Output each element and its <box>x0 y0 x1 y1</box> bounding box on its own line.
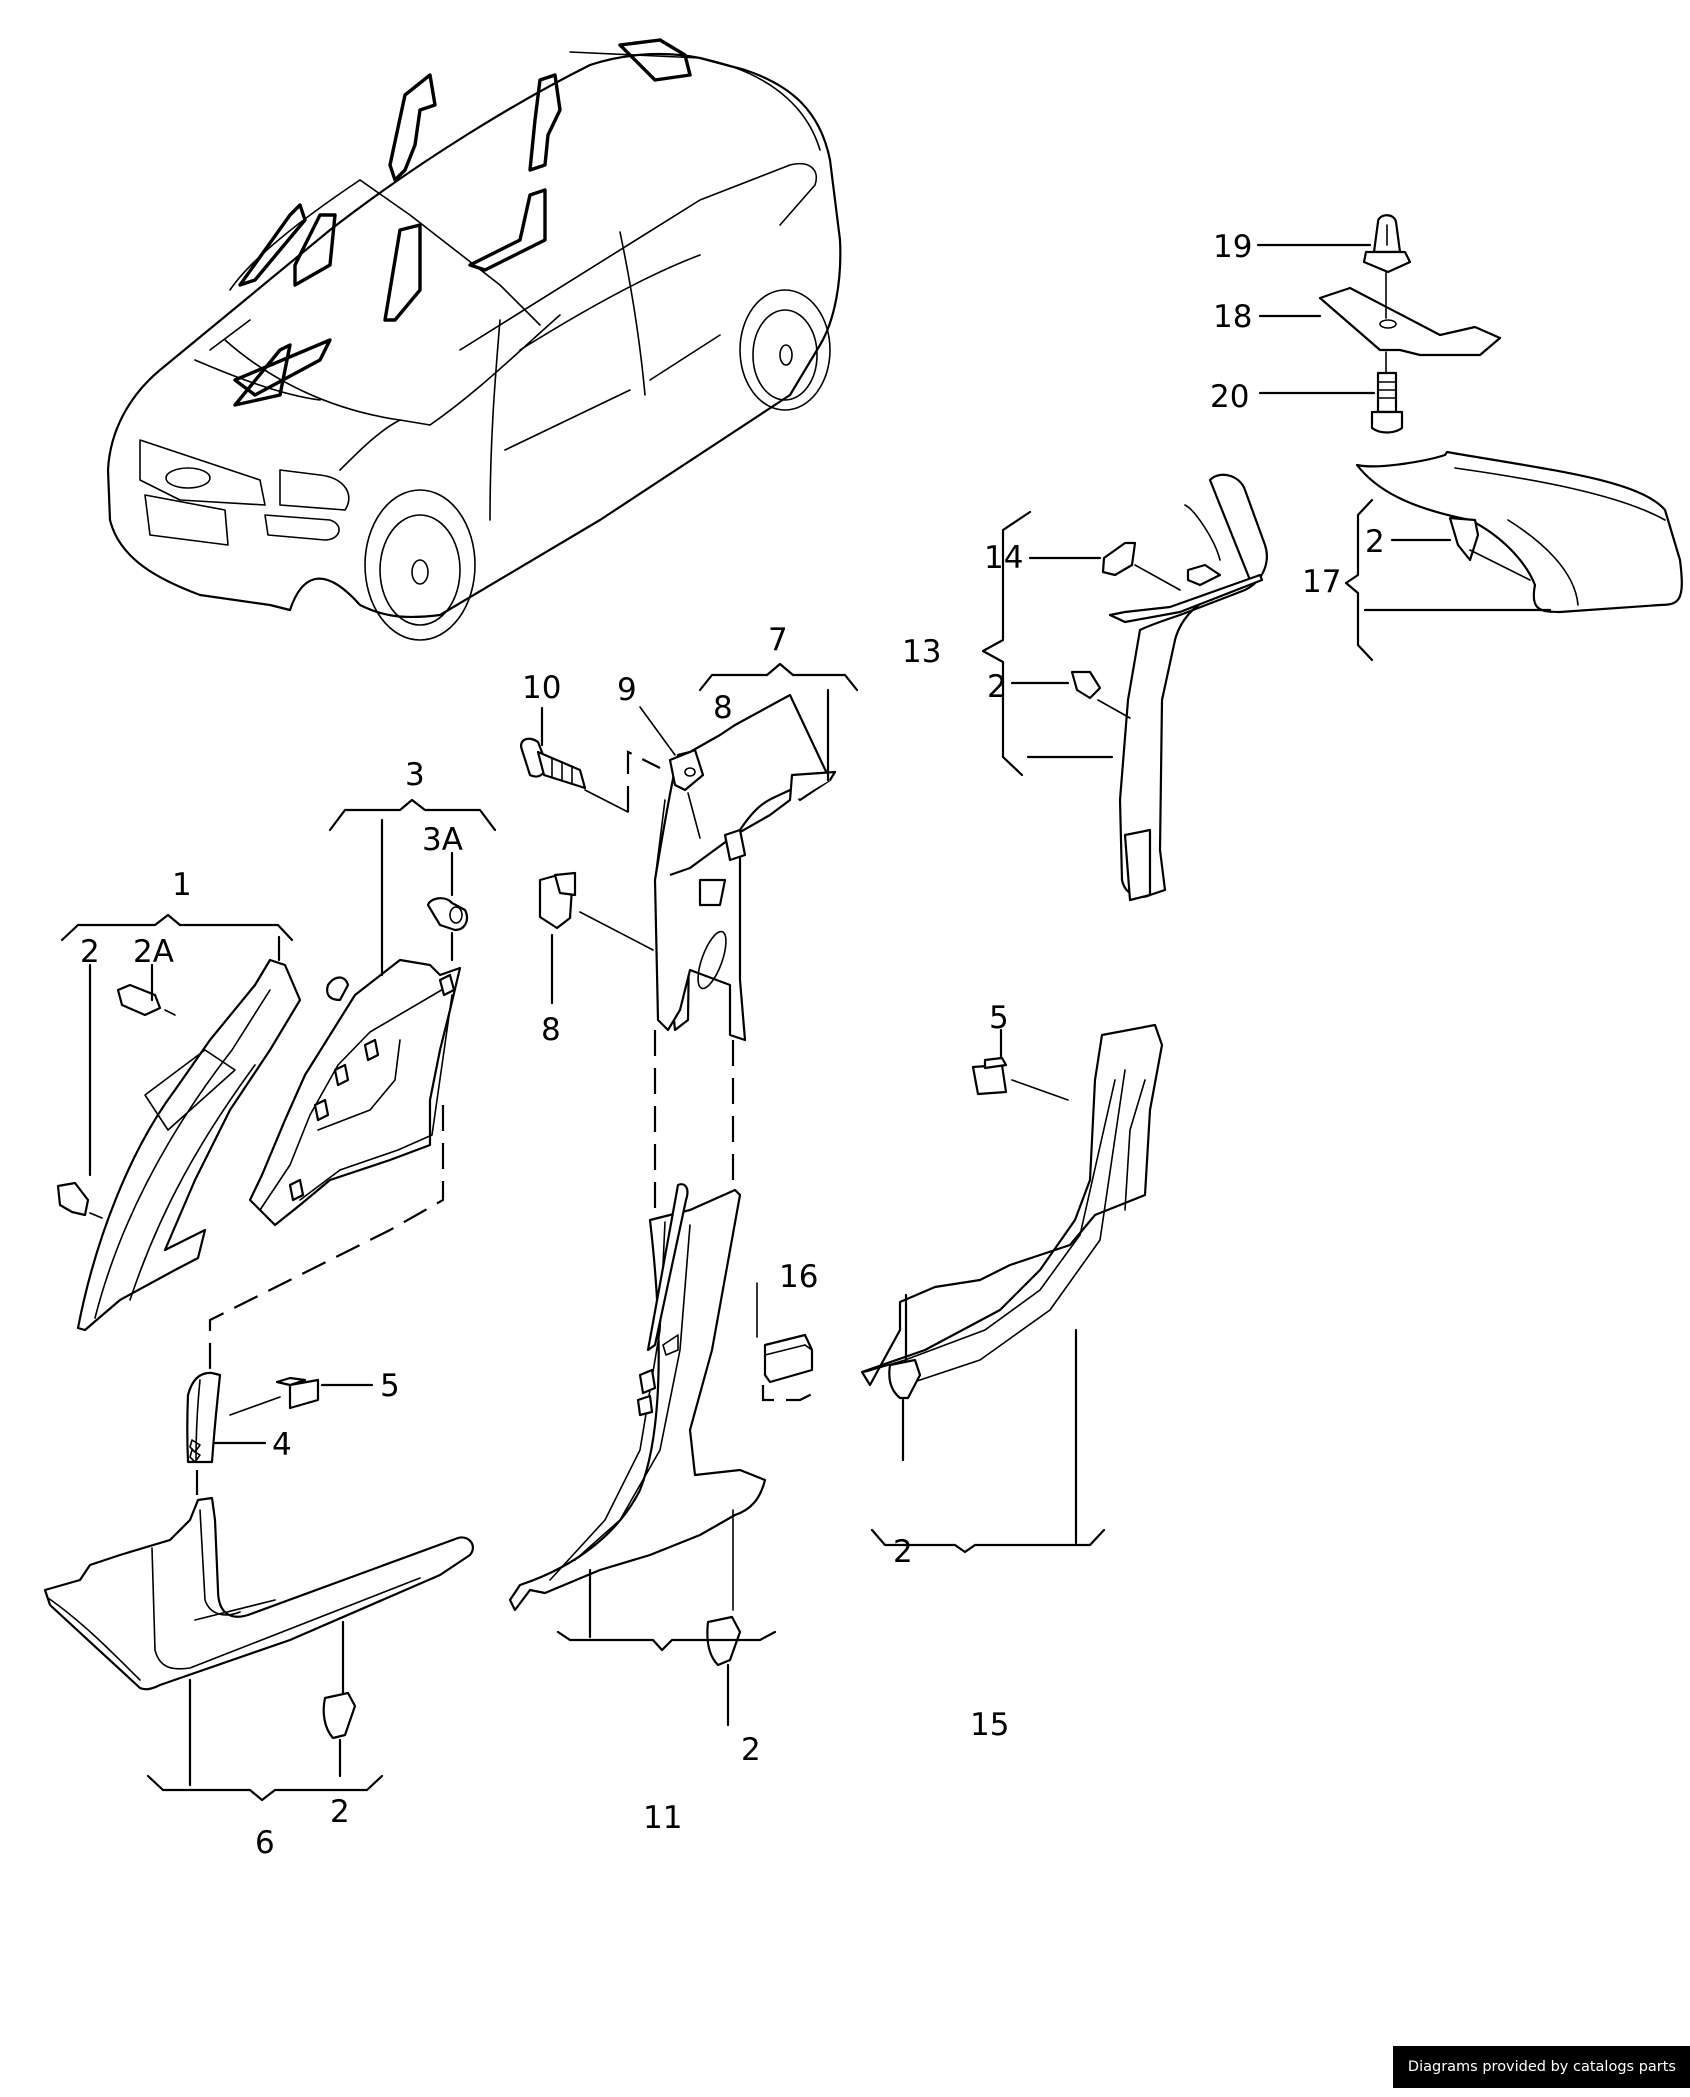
callout-17: 17 <box>1302 564 1341 600</box>
part-17-roof-trim <box>1355 450 1683 614</box>
callout-2-roof: 2 <box>1365 524 1385 560</box>
clip-2-rear-sill <box>888 1358 922 1400</box>
callout-7: 7 <box>768 622 788 658</box>
part-9-clip <box>668 748 705 792</box>
callout-3: 3 <box>405 757 425 793</box>
callout-15: 15 <box>970 1707 1009 1743</box>
callout-16: 16 <box>779 1259 818 1295</box>
part-1-a-pillar-trim <box>76 958 350 1332</box>
clip-2a <box>116 983 162 1017</box>
clip-3a <box>426 897 469 932</box>
part-20-bolt <box>1370 371 1404 434</box>
callout-2-b-pillar: 2 <box>741 1732 761 1768</box>
callout-2a: 2A <box>133 934 174 970</box>
clip-2-front-sill <box>322 1691 357 1740</box>
part-14-clip <box>1101 541 1137 577</box>
clip-5-left <box>275 1376 320 1410</box>
callout-5-right: 5 <box>989 1000 1009 1036</box>
callout-20: 20 <box>1210 379 1249 415</box>
callout-6: 6 <box>255 1825 275 1861</box>
part-3-a-pillar-upper-trim <box>248 958 462 1227</box>
car-overview-illustration <box>106 38 842 641</box>
callout-8-top: 8 <box>713 690 733 726</box>
part-7-b-pillar-upper-trim <box>653 693 837 1042</box>
callout-10: 10 <box>522 670 561 706</box>
callout-9: 9 <box>617 672 637 708</box>
callout-13: 13 <box>902 634 941 670</box>
callout-5-left: 5 <box>380 1368 400 1404</box>
callout-labels: 19 18 20 17 2 14 13 2 7 8 10 9 8 3 3A 1 … <box>80 229 1385 1861</box>
part-8-clip <box>538 871 577 930</box>
callout-18: 18 <box>1213 299 1252 335</box>
callout-2-rear-sill: 2 <box>893 1534 913 1570</box>
part-4-trim-cap <box>186 1371 222 1464</box>
credit-banner: Diagrams provided by catalogs parts <box>1392 2046 1690 2088</box>
callout-2-front-sill: 2 <box>330 1794 350 1830</box>
callout-1: 1 <box>172 867 192 903</box>
clip-2-c-pillar <box>1070 670 1102 700</box>
part-18-bracket <box>1318 286 1502 357</box>
callout-14: 14 <box>984 540 1023 576</box>
part-16-connector-block <box>763 1333 814 1384</box>
part-15-rear-sill-trim <box>860 1023 1164 1387</box>
part-11-b-pillar-lower-trim <box>508 1183 767 1612</box>
clip-5-right <box>971 1056 1008 1096</box>
callout-2-top-left: 2 <box>80 934 100 970</box>
callout-11: 11 <box>643 1800 682 1836</box>
part-13-c-pillar-trim <box>1108 473 1268 902</box>
part-6-front-sill-trim <box>43 1496 474 1691</box>
part-19-expanding-nut <box>1362 214 1412 274</box>
callout-8-clip: 8 <box>541 1012 561 1048</box>
clip-2-a-pillar <box>56 1181 90 1217</box>
part-10-bolt <box>520 737 587 790</box>
callout-4: 4 <box>272 1427 292 1463</box>
callout-19: 19 <box>1213 229 1252 265</box>
callout-2-c-pillar: 2 <box>987 669 1007 705</box>
callout-3a: 3A <box>422 822 463 858</box>
